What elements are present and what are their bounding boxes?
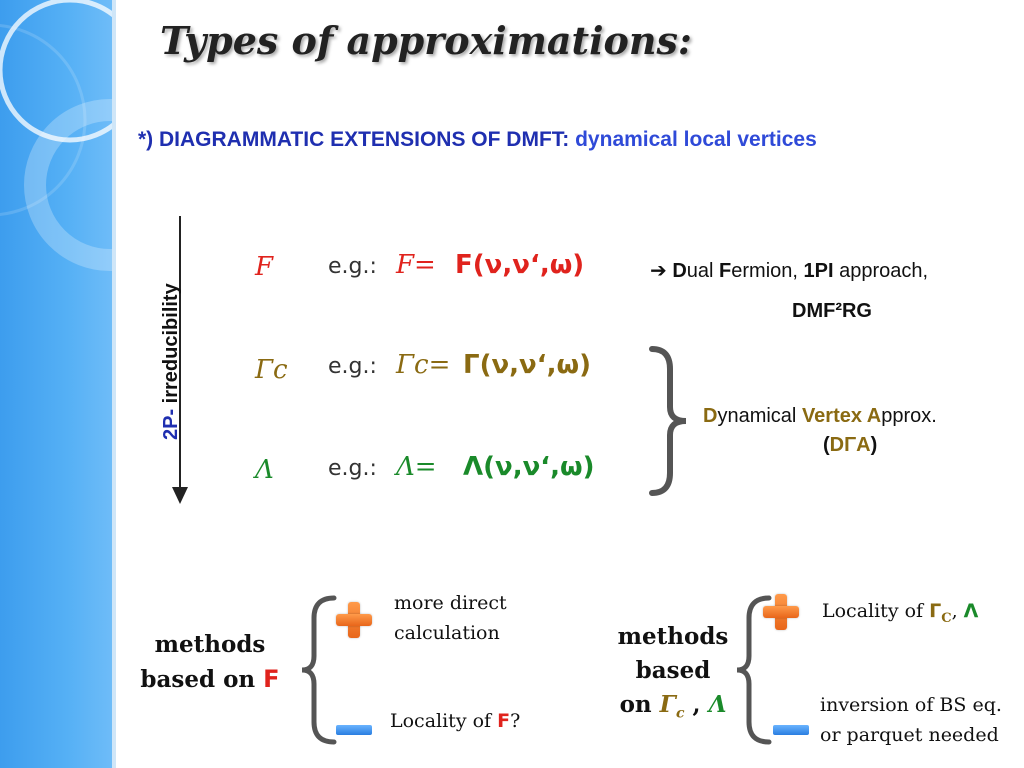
dual-fermion-line: ➔ Dual Fermion, 1PI approach, — [650, 258, 928, 283]
row-expr-lambda: Λ(ν,ν‘,ω) — [463, 452, 595, 482]
sidebar-edge — [112, 0, 116, 768]
dmf2rg: DMF²RG — [792, 300, 872, 322]
row-expr-gamma: Γ(ν,ν‘,ω) — [463, 350, 591, 380]
inversion-line1: inversion of BS eq. — [820, 694, 1002, 716]
subtitle: *) DIAGRAMMATIC EXTENSIONS OF DMFT: dyna… — [138, 128, 817, 152]
df-d: D — [672, 260, 687, 282]
row-eg-1: e.g.: — [328, 254, 377, 279]
dga-close: ) — [870, 434, 878, 456]
methods-g-gamma: Γ — [659, 691, 676, 718]
dga-v-rest: pprox. — [881, 405, 937, 427]
dga-abbr: (DΓA) — [823, 434, 877, 457]
dga-abbr-text: DΓA — [829, 434, 871, 456]
locality-g-prefix: Locality of — [822, 600, 930, 622]
methods-f-symbol: F — [263, 665, 280, 693]
df-f-rest: ermion, — [731, 260, 804, 282]
decorative-rings — [0, 0, 112, 271]
dga-vertex: Vertex A — [801, 405, 882, 427]
minus-icon — [336, 725, 372, 735]
locality-g-gamma-sub: C — [941, 610, 952, 626]
row-symbol-gamma: Γc — [255, 355, 288, 385]
inversion-line2: or parquet needed — [820, 724, 999, 746]
brace-right — [736, 595, 772, 745]
row-eg-2: e.g.: — [328, 354, 377, 379]
methods-f-line1: methods — [154, 631, 266, 658]
locality-g-lambda: Λ — [963, 600, 979, 622]
methods-g-lambda: Λ — [708, 691, 727, 718]
row-eq-f: F= — [396, 250, 436, 280]
subtitle-highlight: dynamical local vertices — [575, 128, 817, 151]
methods-g-line1: methods — [617, 623, 729, 650]
locality-g-gamma: Γ — [929, 600, 942, 622]
dga-open: ( — [823, 434, 830, 456]
locality-g-comma: , — [951, 600, 964, 622]
methods-g-comma: , — [684, 691, 709, 718]
arrow-right-icon: ➔ — [650, 260, 667, 282]
row-symbol-lambda: Λ — [255, 455, 274, 485]
methods-g-line2: based — [635, 657, 711, 684]
more-direct-line1: more direct — [394, 592, 507, 614]
brace-left — [301, 595, 337, 745]
locality-f-note: Locality of F? — [390, 706, 520, 736]
df-1pi: 1PI — [803, 260, 834, 282]
irreducibility-arrow — [172, 216, 188, 504]
subtitle-prefix: *) DIAGRAMMATIC EXTENSIONS OF DMFT: — [138, 128, 570, 151]
row-eq-lambda: Λ= — [396, 452, 437, 482]
dga-line: Dynamical Vertex Approx. — [703, 405, 937, 428]
methods-f-label: methods based on F — [120, 628, 300, 697]
more-direct-line2: calculation — [394, 622, 500, 644]
row-expr-f: F(ν,ν‘,ω) — [455, 250, 585, 280]
dga-d: D — [703, 405, 718, 427]
row-eg-3: e.g.: — [328, 456, 377, 481]
row-eq-gamma: Γc= — [396, 350, 451, 380]
locality-f-prefix: Locality of — [390, 710, 498, 732]
df-d-rest: ual — [686, 260, 720, 282]
axis-prefix: 2P- — [160, 408, 182, 440]
dga-d-rest: ynamical — [717, 405, 802, 427]
sidebar-decoration — [0, 0, 112, 768]
axis-text: irreducibility — [160, 283, 182, 404]
brace-dga — [649, 346, 687, 496]
more-direct-note: more direct calculation — [394, 588, 507, 648]
inversion-note: inversion of BS eq. or parquet needed — [820, 690, 1002, 750]
df-1pi-rest: approach, — [833, 260, 929, 282]
row-symbol-f: F — [255, 252, 274, 282]
methods-f-line2: based on — [140, 666, 256, 693]
df-f: F — [719, 260, 732, 282]
minus-icon — [773, 725, 809, 735]
axis-label: 2P- irreducibility — [160, 283, 183, 440]
locality-gamma-note: Locality of ΓC, Λ — [822, 596, 978, 634]
locality-f-symbol: F — [497, 710, 511, 732]
plus-icon — [336, 602, 372, 638]
methods-g-on: on — [619, 691, 660, 718]
locality-f-suffix: ? — [510, 710, 521, 732]
slide-title: Types of approximations: — [160, 18, 692, 63]
plus-icon — [763, 594, 799, 630]
methods-gamma-label: methods based on Γc , Λ — [578, 620, 768, 731]
methods-g-gamma-sub: c — [676, 705, 685, 722]
